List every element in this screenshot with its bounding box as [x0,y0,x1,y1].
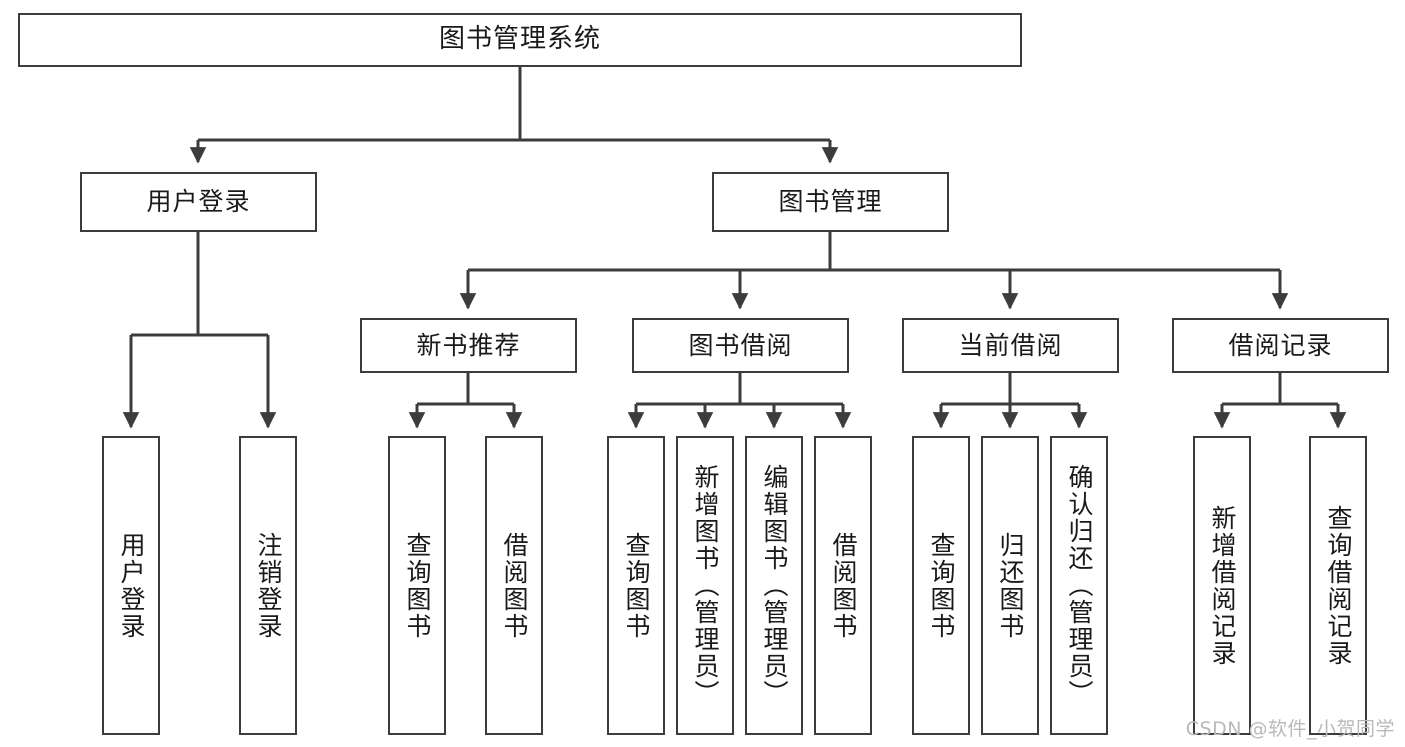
leaf-book-borrow-query[interactable]: 查询图书 [607,436,665,735]
node-label: 确认归还（管理员） [1065,464,1094,707]
node-label: 新书推荐 [416,330,521,360]
watermark-text: CSDN @软件_小贺同学 [1185,718,1395,740]
node-book-borrow[interactable]: 图书借阅 [632,318,849,373]
leaf-book-borrow-add[interactable]: 新增图书（管理员） [676,436,734,735]
leaf-new-book-borrow[interactable]: 借阅图书 [485,436,543,735]
node-label: 用户登录 [117,531,146,640]
leaf-book-borrow-edit[interactable]: 编辑图书（管理员） [745,436,803,735]
node-label: 图书管理 [778,187,883,216]
leaf-current-borrow-confirm-return[interactable]: 确认归还（管理员） [1050,436,1108,735]
leaf-current-borrow-return[interactable]: 归还图书 [981,436,1039,735]
node-label: 当前借阅 [958,330,1063,360]
node-borrow-record[interactable]: 借阅记录 [1172,318,1389,373]
node-current-borrow[interactable]: 当前借阅 [902,318,1119,373]
node-book-management[interactable]: 图书管理 [712,172,949,232]
node-label: 用户登录 [146,187,251,216]
leaf-borrow-record-add[interactable]: 新增借阅记录 [1193,436,1251,735]
node-label: 新增图书（管理员） [691,464,720,707]
node-label: 查询图书 [927,531,956,640]
node-label: 编辑图书（管理员） [760,464,789,707]
node-label: 查询图书 [403,531,432,640]
node-label: 借阅记录 [1228,330,1333,360]
node-label: 查询借阅记录 [1324,504,1353,667]
node-label: 图书借阅 [688,330,793,360]
node-label: 借阅图书 [829,531,858,640]
leaf-new-book-query[interactable]: 查询图书 [388,436,446,735]
leaf-current-borrow-query[interactable]: 查询图书 [912,436,970,735]
node-label: 归还图书 [996,531,1025,640]
node-label: 图书管理系统 [438,24,601,55]
leaf-user-login-login[interactable]: 用户登录 [102,436,160,735]
node-label: 借阅图书 [500,531,529,640]
node-label: 新增借阅记录 [1208,504,1237,667]
node-new-book-recommend[interactable]: 新书推荐 [360,318,577,373]
leaf-user-login-logout[interactable]: 注销登录 [239,436,297,735]
node-label: 查询图书 [622,531,651,640]
leaf-book-borrow-borrow[interactable]: 借阅图书 [814,436,872,735]
leaf-borrow-record-query[interactable]: 查询借阅记录 [1309,436,1367,735]
node-user-login[interactable]: 用户登录 [80,172,317,232]
node-label: 注销登录 [254,531,283,640]
node-root-system[interactable]: 图书管理系统 [18,13,1022,67]
